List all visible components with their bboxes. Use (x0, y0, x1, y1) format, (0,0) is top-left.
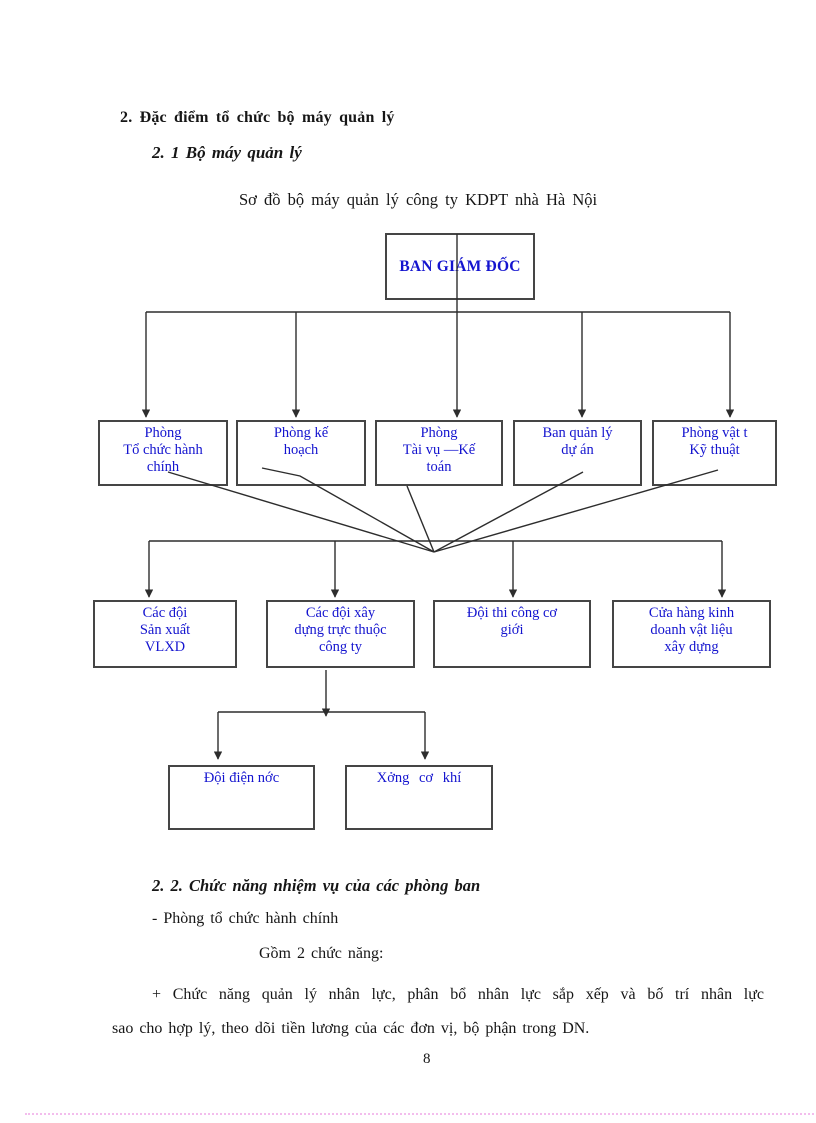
footer-dotted-divider (25, 1113, 814, 1115)
paragraph-line-2: sao cho hợp lý, theo dõi tiền lương của … (112, 1020, 590, 1037)
page-number: 8 (423, 1051, 431, 1067)
paragraph-line-1: + Chức năng quản lý nhân lực, phân bổ nh… (152, 986, 764, 1003)
org-box-doi-thi-cong-co-gioi: Đội thi công cơ giới (433, 600, 591, 668)
org-box-phong-vat-tu-ky-thuat: Phòng vật t Kỹ thuật (652, 420, 777, 486)
org-box-cac-doi-xay-dung: Các đội xây dựng trực thuộc công ty (266, 600, 415, 668)
section-heading: 2. Đặc điểm tổ chức bộ máy quản lý (120, 109, 395, 126)
org-box-xuong-co-khi: Xởng cơ khí (345, 765, 493, 830)
subsection-heading: 2. 1 Bộ máy quản lý (152, 143, 302, 162)
org-box-doi-dien-nuoc: Đội điện nớc (168, 765, 315, 830)
org-box-phong-ke-hoach: Phòng kế hoạch (236, 420, 366, 486)
section2-heading: 2. 2. Chức năng nhiệm vụ của các phòng b… (152, 876, 481, 895)
section2-line-gom-2-chuc-nang: Gồm 2 chức năng: (259, 945, 384, 962)
org-box-ban-quan-ly-du-an: Ban quản lý dự án (513, 420, 642, 486)
org-box-cac-doi-san-xuat-vlxd: Các đội Sản xuất VLXD (93, 600, 237, 668)
diagram-caption: Sơ đồ bộ máy quản lý công ty KDPT nhà Hà… (239, 190, 598, 209)
section2-paragraph: + Chức năng quản lý nhân lực, phân bổ nh… (112, 978, 764, 1046)
section2-line-phong-to-chuc: - Phòng tổ chức hành chính (152, 910, 339, 927)
org-box-phong-to-chuc-hanh-chinh: Phòng Tổ chức hành chính (98, 420, 228, 486)
org-box-cua-hang-kinh-doanh: Cửa hàng kinh doanh vật liệu xây dựng (612, 600, 771, 668)
org-box-phong-tai-vu-ke-toan: Phòng Tài vụ —Kế toán (375, 420, 503, 486)
org-box-ban-giam-doc: BAN GIÁM ĐỐC (385, 233, 535, 300)
